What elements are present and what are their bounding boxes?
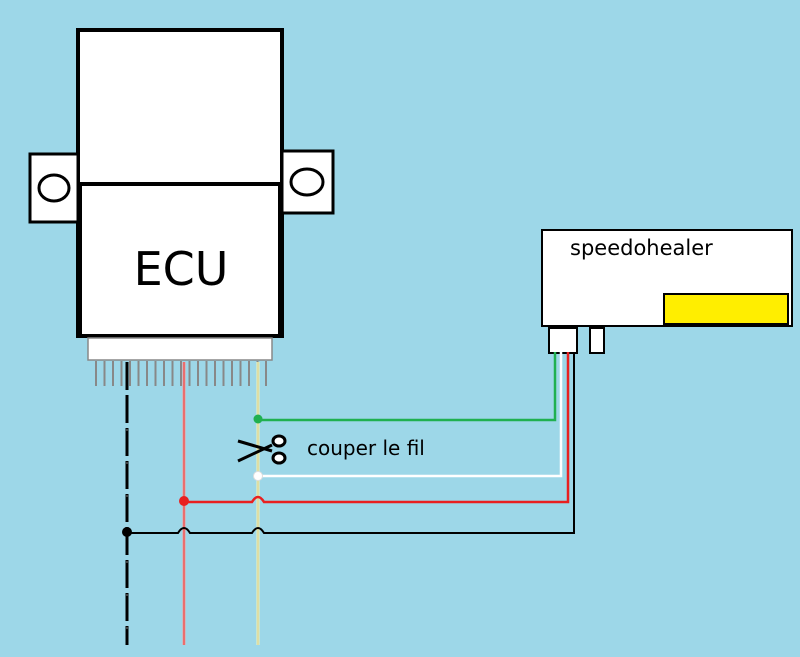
black-ground-wire [127,352,575,534]
speedohealer-plug [548,327,578,354]
white-junction [253,471,263,481]
red-junction [179,496,189,506]
ecu-unit [28,28,335,386]
ecu-connector [87,337,273,361]
speedohealer-unit [541,229,793,354]
green-signal-wire [258,352,557,422]
mount-hole-right-icon [289,167,325,197]
speedohealer-indicator [663,293,789,325]
speedohealer-aux-port [589,327,605,354]
red-power-wire [184,352,570,504]
white-signal-wire [258,352,563,478]
ecu-front-panel [78,182,282,338]
speedohealer-label: speedohealer [570,236,713,260]
scissors-icon [237,434,287,465]
cut-wire-label: couper le fil [307,436,425,460]
ecu-label: ECU [133,242,229,296]
mount-hole-left-icon [37,173,71,203]
black-junction [122,527,132,537]
connector-pins [95,361,267,386]
green-junction [253,414,263,424]
